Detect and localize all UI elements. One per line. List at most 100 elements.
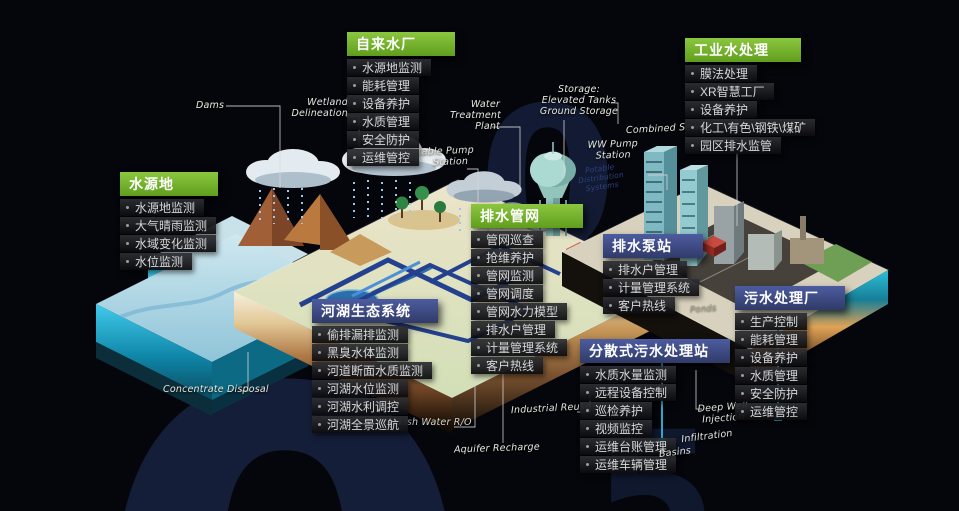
- bullet-dot-icon: [477, 238, 480, 241]
- bullet-dot-icon: [586, 463, 589, 466]
- panel-item[interactable]: 河湖水位监测: [312, 380, 409, 397]
- panel-item[interactable]: 偷排漏排监测: [312, 326, 409, 343]
- panel-item[interactable]: 大气晴雨监测: [120, 217, 217, 234]
- bullet-dot-icon: [741, 356, 744, 359]
- bullet-dot-icon: [691, 72, 694, 75]
- panel-item[interactable]: 运维台账管理: [580, 438, 677, 455]
- bullet-dot-icon: [691, 90, 694, 93]
- panel-item[interactable]: 排水户管理: [471, 321, 556, 338]
- panel-item[interactable]: 生产控制: [735, 313, 808, 330]
- panel-header-drainage-network[interactable]: 排水管网: [471, 204, 583, 228]
- panel-item[interactable]: 管网巡查: [471, 231, 544, 248]
- panel-item[interactable]: 黑臭水体监测: [312, 344, 409, 361]
- bullet-dot-icon: [609, 304, 612, 307]
- panel-item[interactable]: 客户热线: [603, 297, 676, 314]
- panel-header-water-source[interactable]: 水源地: [120, 172, 218, 196]
- panel-item-label: 水质管理: [750, 368, 799, 383]
- panel-item[interactable]: 客户热线: [471, 357, 544, 374]
- panel-header-river-lake-ecosystem[interactable]: 河湖生态系统: [312, 299, 438, 323]
- panel-item[interactable]: 设备养护: [735, 349, 808, 366]
- panel-item[interactable]: 河道断面水质监测: [312, 362, 433, 379]
- panel-item-label: 河湖水利调控: [327, 399, 400, 414]
- connector-wtp: [492, 126, 521, 192]
- panel-item[interactable]: 膜法处理: [685, 65, 758, 82]
- panel-header-tap-water-plant[interactable]: 自来水厂: [347, 32, 455, 56]
- panel-item[interactable]: 河湖全景巡航: [312, 416, 409, 433]
- bullet-dot-icon: [353, 102, 356, 105]
- bullet-dot-icon: [741, 410, 744, 413]
- panel-item-label: 水域变化监测: [135, 236, 208, 251]
- panel-header-industrial-water[interactable]: 工业水处理: [685, 38, 801, 62]
- panel-item[interactable]: 管网水力模型: [471, 303, 568, 320]
- panel-item[interactable]: 设备养护: [347, 95, 420, 112]
- panel-item-label: 生产控制: [750, 314, 799, 329]
- bullet-dot-icon: [691, 144, 694, 147]
- panel-item[interactable]: 运维管控: [347, 149, 420, 166]
- panel-item-label: 河湖水位监测: [327, 381, 400, 396]
- bullet-dot-icon: [477, 364, 480, 367]
- panel-item-label: 排水户管理: [618, 262, 679, 277]
- panel-item-label: 管网监测: [486, 268, 535, 283]
- panel-item[interactable]: 能耗管理: [735, 331, 808, 348]
- panel-item[interactable]: 管网监测: [471, 267, 544, 284]
- bullet-dot-icon: [318, 351, 321, 354]
- bullet-dot-icon: [477, 256, 480, 259]
- bullet-dot-icon: [318, 423, 321, 426]
- bullet-dot-icon: [126, 206, 129, 209]
- bullet-dot-icon: [586, 427, 589, 430]
- panel-item[interactable]: 远程设备控制: [580, 384, 677, 401]
- panel-item-label: 客户热线: [618, 298, 667, 313]
- panel-item-label: 河道断面水质监测: [327, 363, 424, 378]
- panel-item-label: 大气晴雨监测: [135, 218, 208, 233]
- bullet-dot-icon: [609, 268, 612, 271]
- panel-item[interactable]: 水质管理: [347, 113, 420, 130]
- bullet-dot-icon: [586, 373, 589, 376]
- panel-item[interactable]: 能耗管理: [347, 77, 420, 94]
- panel-item[interactable]: 视频监控: [580, 420, 653, 437]
- panel-item[interactable]: 水域变化监测: [120, 235, 217, 252]
- panel-item[interactable]: 运维车辆管理: [580, 456, 677, 473]
- bullet-dot-icon: [126, 242, 129, 245]
- map-label-brackish-water-ro: Brackish Water R/O: [376, 417, 472, 428]
- panel-item[interactable]: 计量管理系统: [603, 279, 700, 296]
- panel-item-label: 园区排水监管: [700, 138, 773, 153]
- panel-item[interactable]: 运维管控: [735, 403, 808, 420]
- panel-item[interactable]: 排水户管理: [603, 261, 688, 278]
- bullet-dot-icon: [353, 66, 356, 69]
- panel-item[interactable]: 安全防护: [347, 131, 420, 148]
- panel-item[interactable]: 水质水量监测: [580, 366, 677, 383]
- bullet-dot-icon: [477, 328, 480, 331]
- panel-item[interactable]: 管网调度: [471, 285, 544, 302]
- panel-item-label: 设备养护: [362, 96, 411, 111]
- panel-header-drainage-pump-station[interactable]: 排水泵站: [603, 234, 703, 258]
- panel-item-label: 抢维养护: [486, 250, 535, 265]
- panel-item-label: 水质管理: [362, 114, 411, 129]
- panel-item-label: 安全防护: [362, 132, 411, 147]
- panel-item-label: 黑臭水体监测: [327, 345, 400, 360]
- panel-item[interactable]: 巡检养护: [580, 402, 653, 419]
- panel-river-lake-ecosystem: 河湖生态系统偷排漏排监测黑臭水体监测河道断面水质监测河湖水位监测河湖水利调控河湖…: [312, 299, 438, 434]
- panel-item[interactable]: 水位监测: [120, 253, 193, 270]
- panel-item[interactable]: XR智慧工厂: [685, 83, 774, 100]
- panel-item[interactable]: 计量管理系统: [471, 339, 568, 356]
- panel-item[interactable]: 园区排水监管: [685, 137, 782, 154]
- panel-item[interactable]: 设备养护: [685, 101, 758, 118]
- mountains: [238, 188, 392, 266]
- bullet-dot-icon: [353, 84, 356, 87]
- panel-item[interactable]: 抢维养护: [471, 249, 544, 266]
- connector-deep-well: [695, 370, 702, 410]
- panel-item[interactable]: 化工\有色\钢铁\煤矿: [685, 119, 816, 136]
- panel-item[interactable]: 水质管理: [735, 367, 808, 384]
- bullet-dot-icon: [318, 369, 321, 372]
- panel-header-sewage-plant[interactable]: 污水处理厂: [735, 286, 845, 310]
- panel-item-label: 运维管控: [750, 404, 799, 419]
- panel-item[interactable]: 水源地监测: [120, 199, 205, 216]
- panel-item[interactable]: 水源地监测: [347, 59, 432, 76]
- panel-decentralized-sewage: 分散式污水处理站水质水量监测远程设备控制巡检养护视频监控运维台账管理运维车辆管理: [580, 339, 730, 474]
- panel-item[interactable]: 河湖水利调控: [312, 398, 409, 415]
- panel-header-decentralized-sewage[interactable]: 分散式污水处理站: [580, 339, 730, 363]
- panel-item[interactable]: 安全防护: [735, 385, 808, 402]
- bullet-dot-icon: [741, 338, 744, 341]
- bullet-dot-icon: [477, 292, 480, 295]
